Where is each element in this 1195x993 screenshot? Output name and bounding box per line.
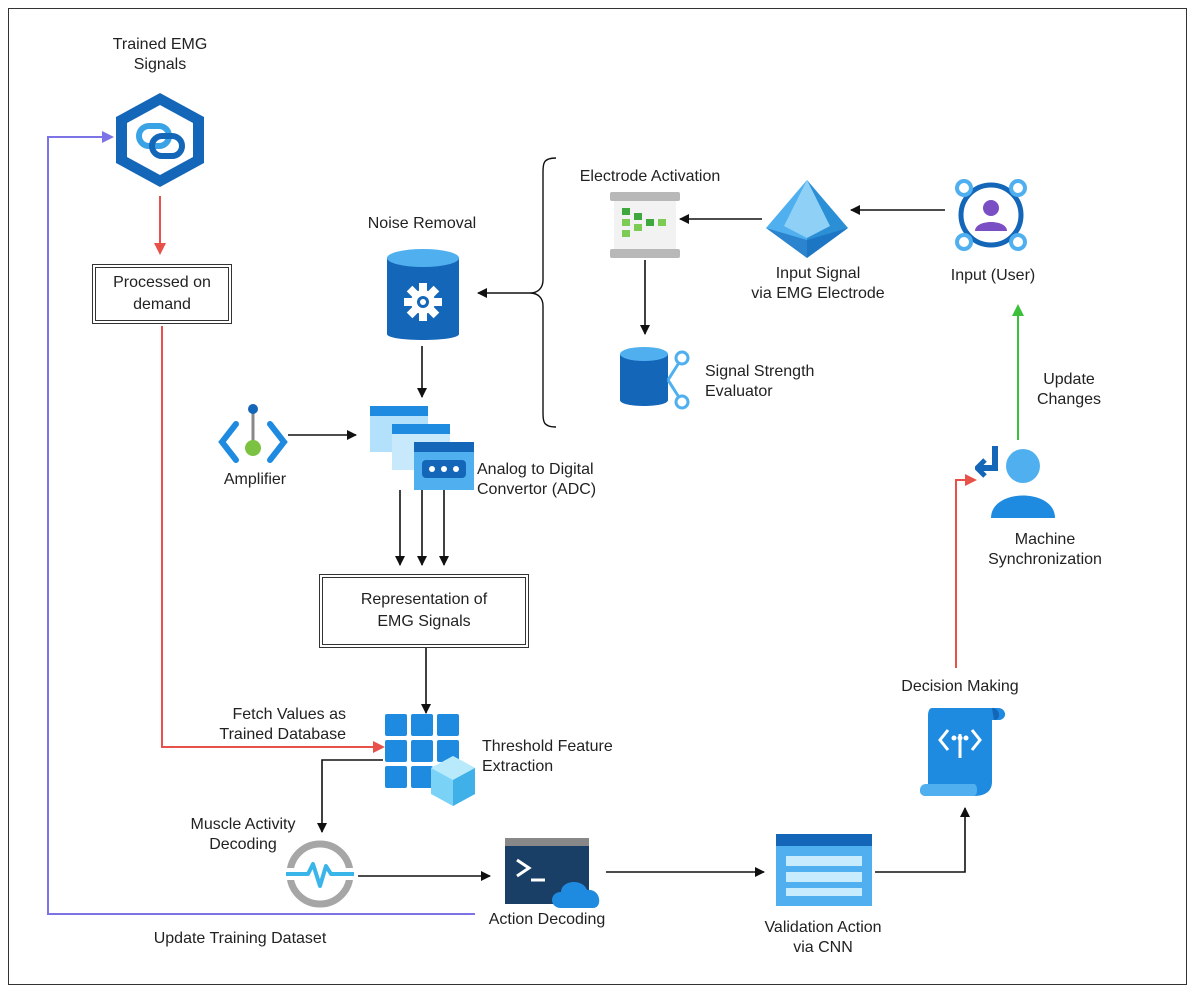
muscle-activity-label: Muscle Activity Decoding (190, 816, 296, 853)
arrow-processed-to-threshold (161, 326, 385, 753)
electrode-activation-label: Electrode Activation (579, 168, 721, 185)
arrow-threshold-to-muscle (317, 759, 383, 833)
amplifier-label: Amplifier (223, 471, 287, 488)
pyramid-electrode-icon (766, 180, 848, 258)
update-changes-label: Update Changes (1036, 371, 1102, 408)
fetch-values-label: Fetch Values as Trained Database (219, 706, 346, 743)
database-branch-icon (620, 347, 690, 410)
input-signal-label: Input Signal via EMG Electrode (751, 265, 885, 302)
cloud-shell-icon (505, 838, 600, 908)
diagram-frame (8, 8, 1187, 985)
pulse-monitor-icon (282, 840, 358, 908)
user-network-icon (955, 179, 1027, 251)
user-sync-icon (975, 446, 1055, 518)
action-decoding-label: Action Decoding (488, 911, 606, 928)
code-node-icon (218, 404, 288, 463)
trained-emg-label: Trained EMG Signals (112, 36, 208, 73)
link-hexagon-icon (116, 93, 204, 187)
grid-cube-icon (385, 714, 475, 806)
bracket (529, 157, 557, 428)
machine-sync-label: Machine Synchronization (988, 531, 1102, 568)
processed-on-demand-box: Processed on demand (92, 264, 232, 324)
arrow-validation-to-decision (875, 807, 970, 873)
decision-making-label: Decision Making (901, 678, 1019, 695)
adc-label: Analog to Digital Convertor (ADC) (477, 461, 597, 498)
representation-box: Representation of EMG Signals (319, 574, 529, 648)
input-user-label: Input (User) (950, 267, 1036, 284)
database-gear-icon (387, 249, 459, 340)
scroll-api-icon (920, 708, 1006, 796)
noise-removal-label: Noise Removal (367, 215, 477, 232)
arrow-update-training (47, 131, 475, 915)
signal-strength-label: Signal Strength Evaluator (705, 363, 815, 400)
stacked-windows-icon (370, 406, 474, 490)
event-grid-icon (610, 192, 680, 258)
arrow-decision-to-sync (955, 474, 977, 668)
form-window-icon (776, 834, 872, 906)
threshold-label: Threshold Feature Extraction (482, 738, 613, 775)
validation-label: Validation Action via CNN (764, 919, 882, 956)
update-training-label: Update Training Dataset (153, 930, 327, 947)
